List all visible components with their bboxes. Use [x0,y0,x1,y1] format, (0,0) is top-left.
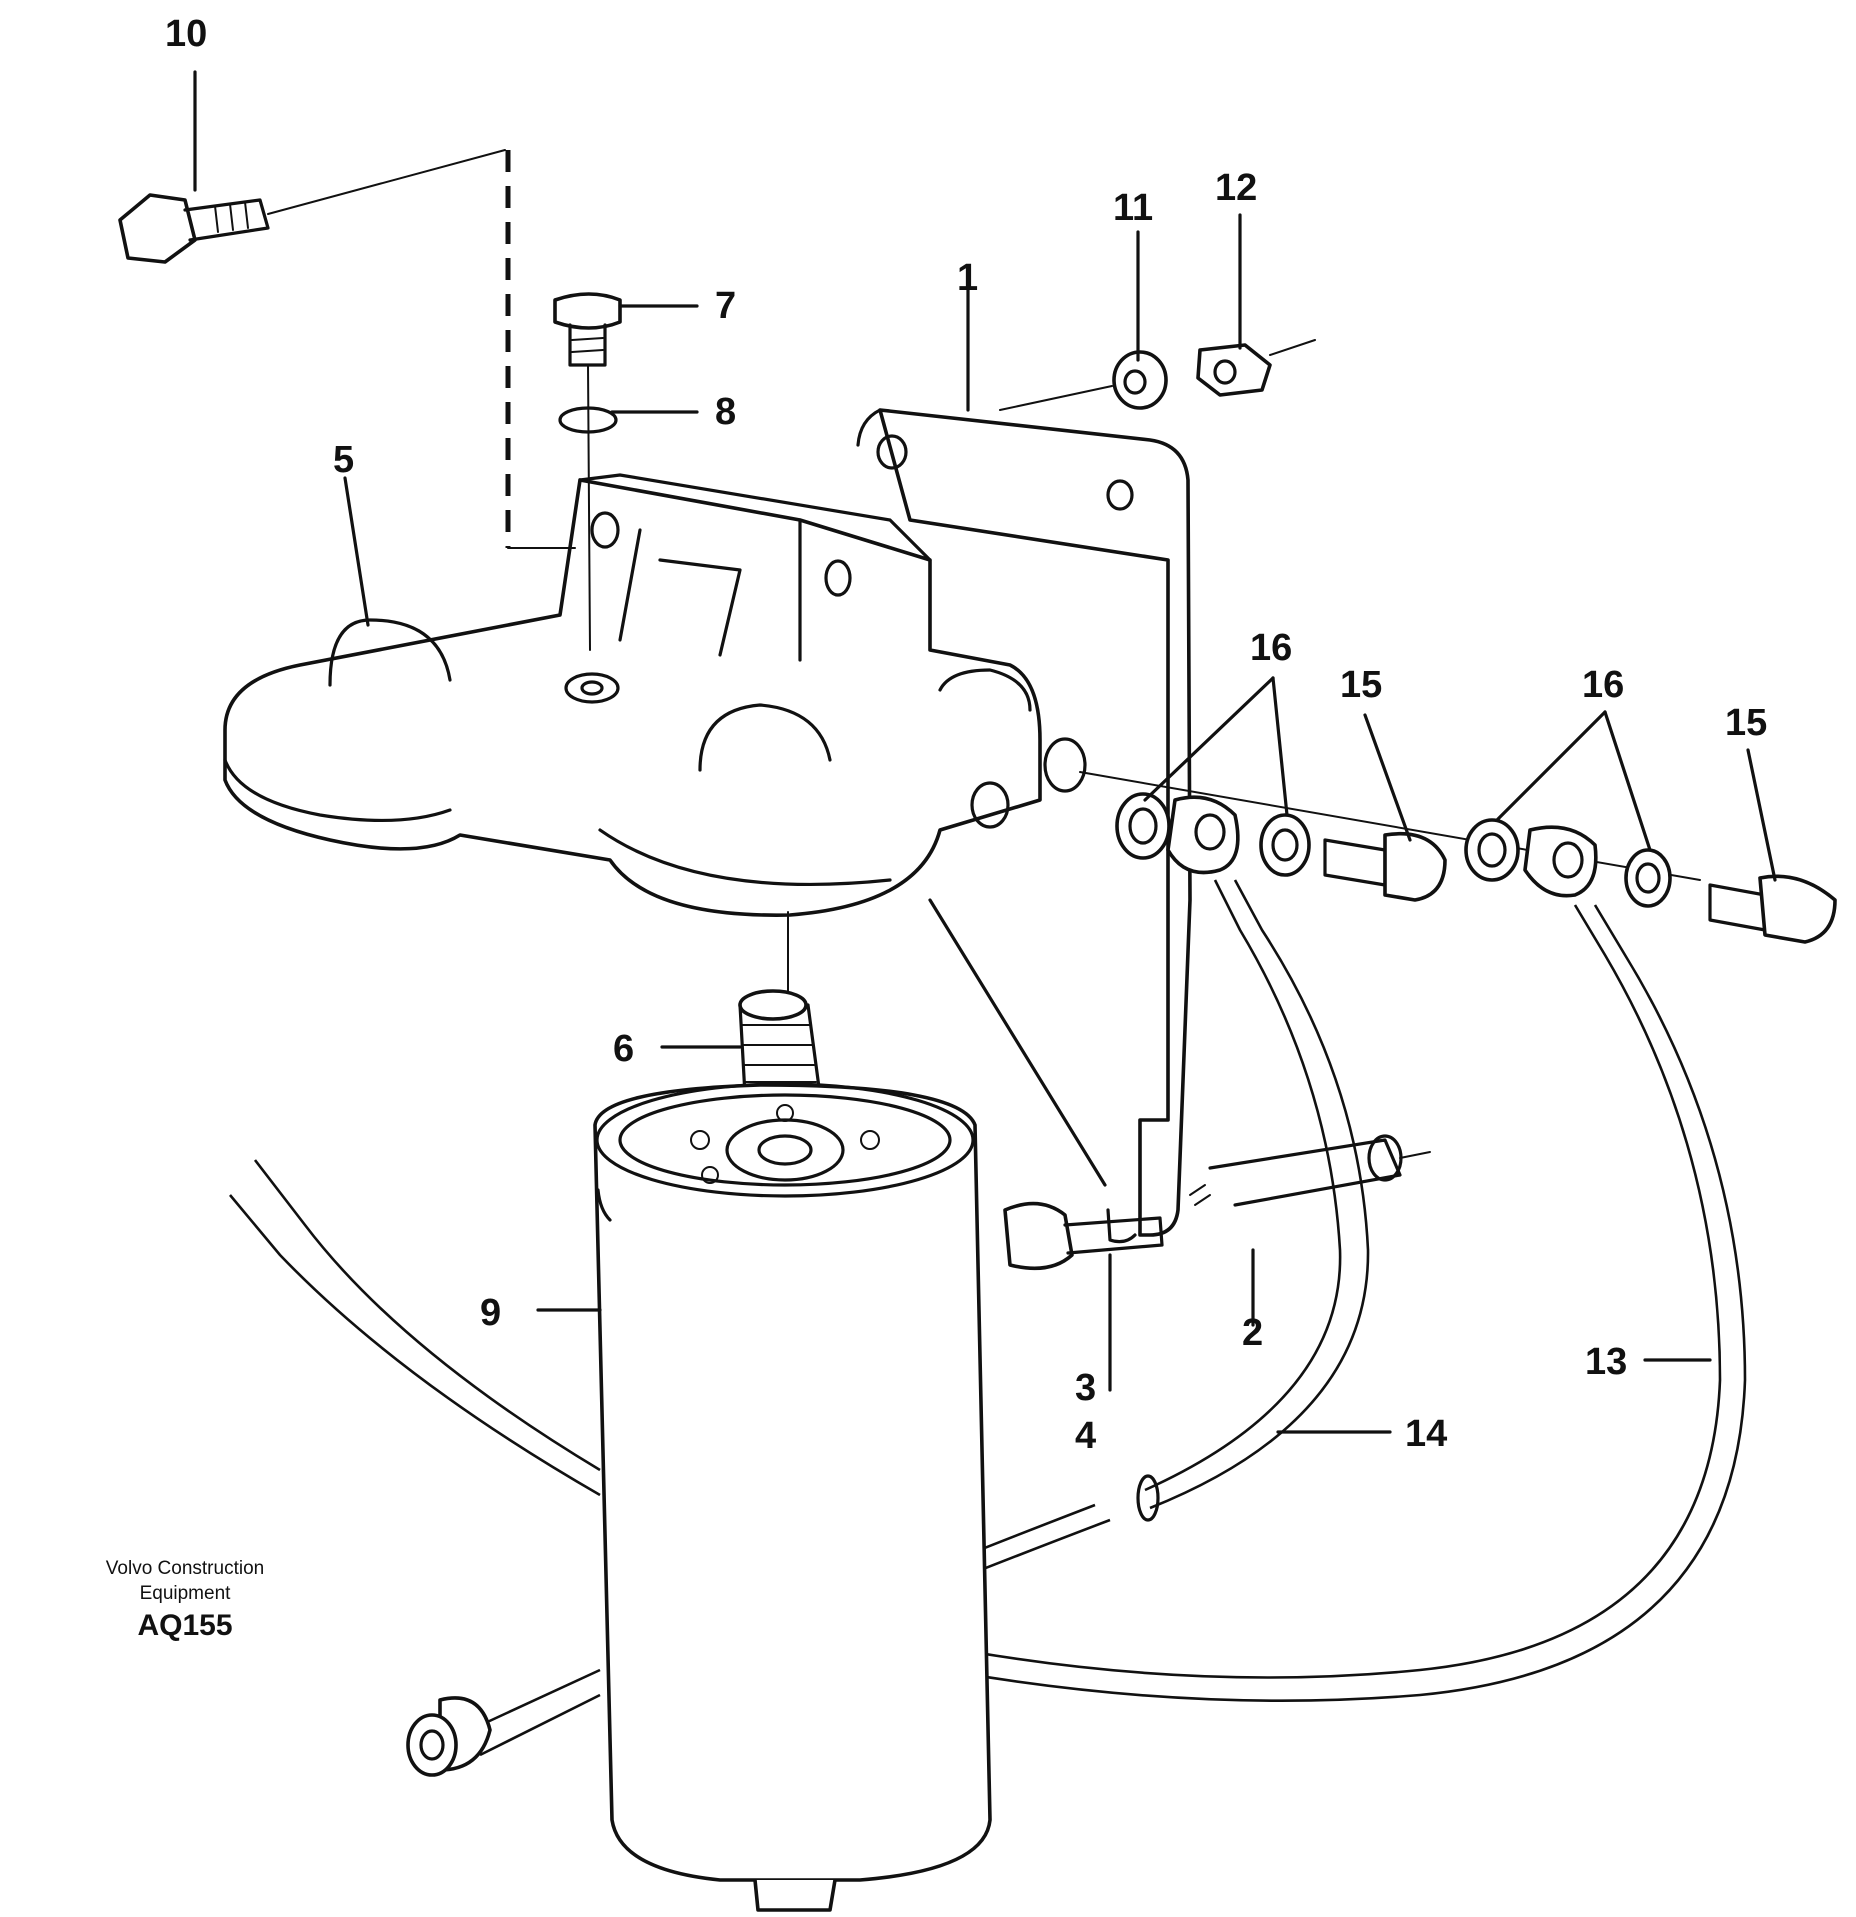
callout-4: 4 [1075,1415,1096,1457]
callout-15a: 15 [1340,664,1382,706]
callout-7: 7 [715,285,736,327]
threaded-nipple [738,911,822,1097]
callout-1: 1 [957,257,978,299]
bracket [856,408,1192,1244]
callout-5: 5 [333,439,354,481]
fuel-filter-cartridge [593,1082,992,1912]
callout-12: 12 [1215,167,1257,209]
mounting-bolt [118,149,576,549]
callout-15b: 15 [1725,702,1767,744]
callout-3: 3 [1075,1367,1096,1409]
callout-6: 6 [613,1028,634,1070]
callout-16a: 16 [1250,627,1292,669]
drain-plug [553,292,622,651]
callout-13: 13 [1585,1341,1627,1383]
leader-lines [193,70,1777,1434]
callout-14: 14 [1405,1413,1447,1455]
bracket-bolt-and-spacer [1003,1134,1431,1271]
callout-11: 11 [1113,187,1153,229]
sealing-washer [558,406,618,434]
callout-9: 9 [480,1292,501,1334]
callout-2: 2 [1242,1312,1263,1354]
brand-line-2: Equipment [140,1583,232,1604]
callout-16b: 16 [1582,664,1624,706]
callout-8: 8 [715,391,736,433]
illustration-code: AQ155 [137,1609,232,1642]
filter-head [223,473,1087,917]
hose-connection-fittings [1079,771,1837,944]
washer-and-nut [999,339,1316,411]
fuel-hoses [229,879,1747,1777]
callout-10: 10 [165,13,207,55]
brand-line-1: Volvo Construction [106,1558,264,1579]
